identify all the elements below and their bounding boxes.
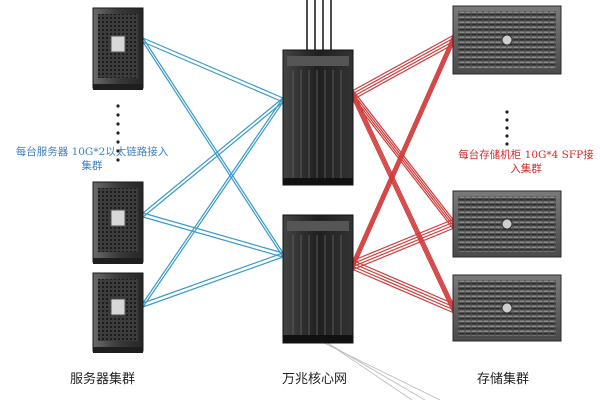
server-link-line xyxy=(142,252,284,304)
server-link-line xyxy=(142,37,284,254)
uplink-cables xyxy=(306,0,332,52)
storage-link-line xyxy=(352,41,454,267)
storage-link-line xyxy=(352,90,454,304)
server-access-note-line1: 每台服务器 10G*2以太链路接入 xyxy=(15,146,169,158)
storage-link-line xyxy=(352,35,454,261)
storage-link-line xyxy=(352,44,454,270)
server-link-line xyxy=(142,101,284,218)
server-link-line xyxy=(142,97,284,304)
storage-array-icon xyxy=(452,190,562,258)
server-link-line xyxy=(142,41,284,103)
storage-link-line xyxy=(352,268,454,314)
storage-link-line xyxy=(352,99,454,313)
server-tower-icon xyxy=(92,181,144,264)
core-network-label: 万兆核心网 xyxy=(282,372,348,387)
storage-link-line xyxy=(352,38,454,264)
server-link-line xyxy=(142,37,284,99)
storage-link-line xyxy=(352,265,454,311)
storage-link-line xyxy=(352,93,454,307)
storage-link-line xyxy=(352,227,454,271)
storage-link-line xyxy=(352,43,454,101)
server-link-line xyxy=(142,256,284,308)
server-link-group xyxy=(142,37,284,308)
server-link-line xyxy=(142,216,284,258)
storage-link-line xyxy=(352,93,454,223)
storage-cluster-label: 存储集群 xyxy=(477,372,530,387)
storage-link-line xyxy=(352,40,454,98)
storage-link-line xyxy=(352,90,454,220)
server-link-line xyxy=(142,212,284,254)
storage-array-icon xyxy=(452,274,562,342)
server-tower-icon xyxy=(92,272,144,353)
storage-array-icon xyxy=(452,5,562,75)
storage-access-note-line2: 入集群 xyxy=(510,163,542,175)
server-link-line xyxy=(142,41,284,258)
storage-link-line xyxy=(352,221,454,265)
core-switch-icon xyxy=(282,49,354,186)
storage-link-group xyxy=(352,34,454,314)
server-access-note: 每台服务器 10G*2以太链路接入 集群 xyxy=(4,145,180,173)
core-switch-icon xyxy=(282,214,354,344)
more-servers-ellipsis xyxy=(116,104,120,162)
storage-link-line xyxy=(352,224,454,268)
more-storage-ellipsis xyxy=(505,110,509,146)
storage-link-line xyxy=(352,37,454,95)
server-link-line xyxy=(142,101,284,308)
downlink-cables xyxy=(317,339,441,400)
server-cluster-label: 服务器集群 xyxy=(70,372,136,387)
storage-link-line xyxy=(352,218,454,262)
server-tower-icon xyxy=(92,7,144,90)
storage-link-line xyxy=(352,34,454,92)
storage-link-line xyxy=(352,262,454,308)
storage-link-line xyxy=(352,99,454,229)
storage-link-line xyxy=(352,96,454,310)
storage-access-note-line1: 每台存储机柜 10G*4 SFP接 xyxy=(458,149,594,161)
storage-access-note: 每台存储机柜 10G*4 SFP接 入集群 xyxy=(452,148,600,176)
storage-link-line xyxy=(352,259,454,305)
server-access-note-line2: 集群 xyxy=(81,160,103,172)
server-link-line xyxy=(142,97,284,214)
storage-link-line xyxy=(352,96,454,226)
